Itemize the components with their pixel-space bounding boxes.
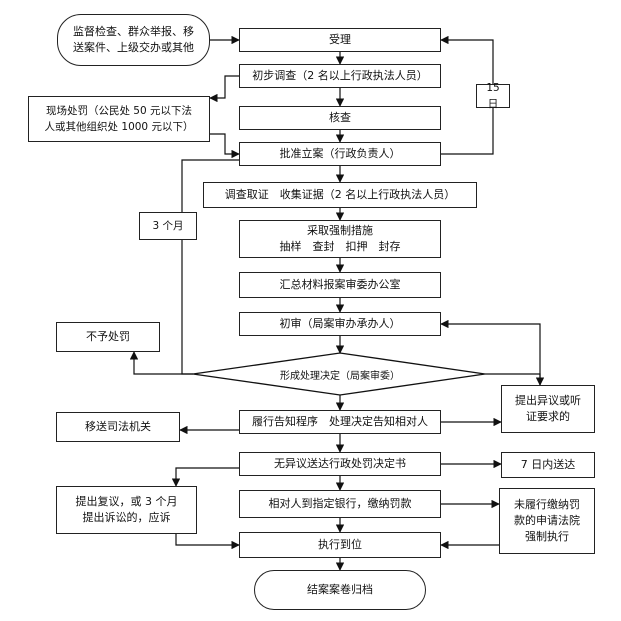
nopenalty-node: 不予处罚 [56,322,160,352]
decision-diamond-shape [192,352,486,396]
arrow-prelim-to-onsite [209,75,239,103]
objection-node: 提出异议或听 证要求的 [501,385,595,433]
three-months-label: 3 个月 [139,212,197,240]
source-node: 监督检查、群众举报、移 送案件、上级交办或其他 [57,14,210,66]
reconsider-node: 提出复议，或 3 个月 提出诉讼的，应诉 [56,486,197,534]
summary-node: 汇总材料报案审委办公室 [239,272,441,298]
verify-node: 核查 [239,106,441,130]
deliver-node: 无异议送达行政处罚决定书 [239,452,441,476]
arrow-deliver-to-reconsider [171,467,239,487]
execute-node: 执行到位 [239,532,441,558]
investigate-node: 调查取证 收集证据（2 名以上行政执法人员） [203,182,477,208]
arrow-reconsider-to-execute [175,534,240,550]
arrow-objection-to-firstreview [440,319,541,385]
firstreview-node: 初审（局案审办承办人） [239,312,441,336]
archive-node: 结案案卷归档 [254,570,426,610]
fifteen-days-label: 15 日 [476,82,510,110]
approve-node: 批准立案（行政负责人） [239,142,441,166]
onsite-node: 现场处罚（公民处 50 元以下法 人或其他组织处 1000 元以下） [28,96,210,142]
judicial-node: 移送司法机关 [56,412,180,442]
coercive-node: 采取强制措施 抽样 查封 扣押 封存 [239,220,441,258]
pay-node: 相对人到指定银行，缴纳罚款 [239,490,441,518]
arrow-decision-to-nopenalty [129,351,193,375]
court-node: 未履行缴纳罚 款的申请法院 强制执行 [499,488,595,554]
accept-node: 受理 [239,28,441,52]
prelim-node: 初步调查（2 名以上行政执法人员） [239,64,441,88]
arrow-onsite-to-approve [210,133,240,159]
notify-node: 履行告知程序 处理决定告知相对人 [239,410,441,434]
arrow-decision-to-objection [485,373,545,386]
sevendays-node: 7 日内送达 [501,452,595,478]
decision-label: 形成处理决定（局案审委） [280,370,400,382]
